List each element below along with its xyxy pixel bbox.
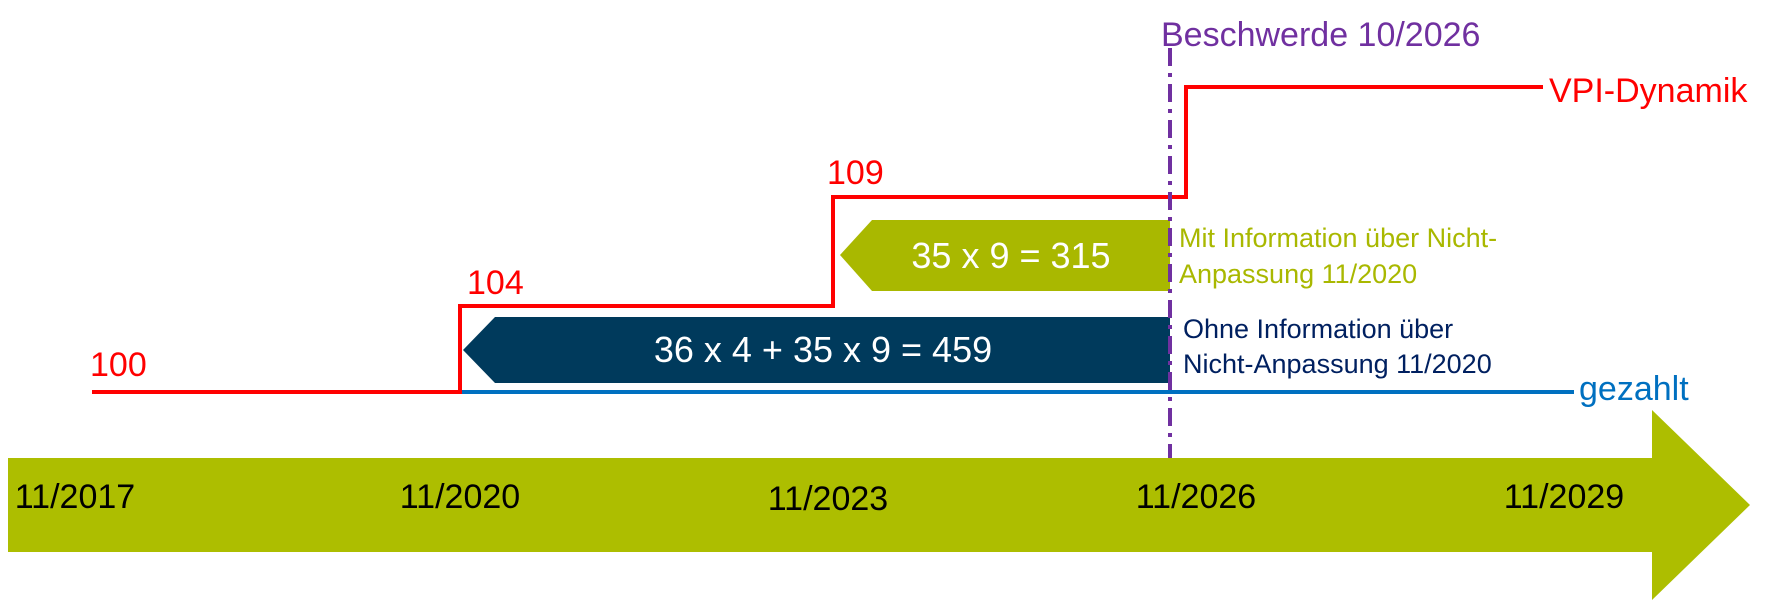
with-info-formula: 35 x 9 = 315 [911, 235, 1110, 276]
timeline-tick-2023: 11/2023 [768, 480, 888, 518]
without-info-box [463, 317, 1170, 383]
paid-label: gezahlt [1579, 370, 1689, 408]
timeline-tick-2026: 11/2026 [1136, 478, 1256, 516]
vpi-label: VPI-Dynamik [1549, 72, 1748, 110]
vpi-level-100: 100 [90, 346, 147, 384]
vpi-step-line [92, 85, 1543, 394]
timeline-tick-2020: 11/2020 [400, 478, 520, 516]
timeline-tick-2029: 11/2029 [1504, 478, 1624, 516]
without-info-formula: 36 x 4 + 35 x 9 = 459 [654, 329, 992, 370]
vpi-level-104: 104 [467, 264, 524, 302]
vpi-level-109: 109 [827, 154, 884, 192]
with-info-annotation-line2: Anpassung 11/2020 [1179, 259, 1417, 289]
without-info-annotation-line2: Nicht-Anpassung 11/2020 [1183, 349, 1492, 379]
complaint-label: Beschwerde 10/2026 [1161, 16, 1480, 54]
without-info-annotation-line1: Ohne Information über [1183, 314, 1453, 344]
timeline-tick-2017: 11/2017 [15, 478, 135, 516]
timeline-arrow [8, 410, 1750, 600]
with-info-box [840, 220, 1170, 291]
with-info-annotation-line1: Mit Information über Nicht- [1179, 223, 1497, 253]
